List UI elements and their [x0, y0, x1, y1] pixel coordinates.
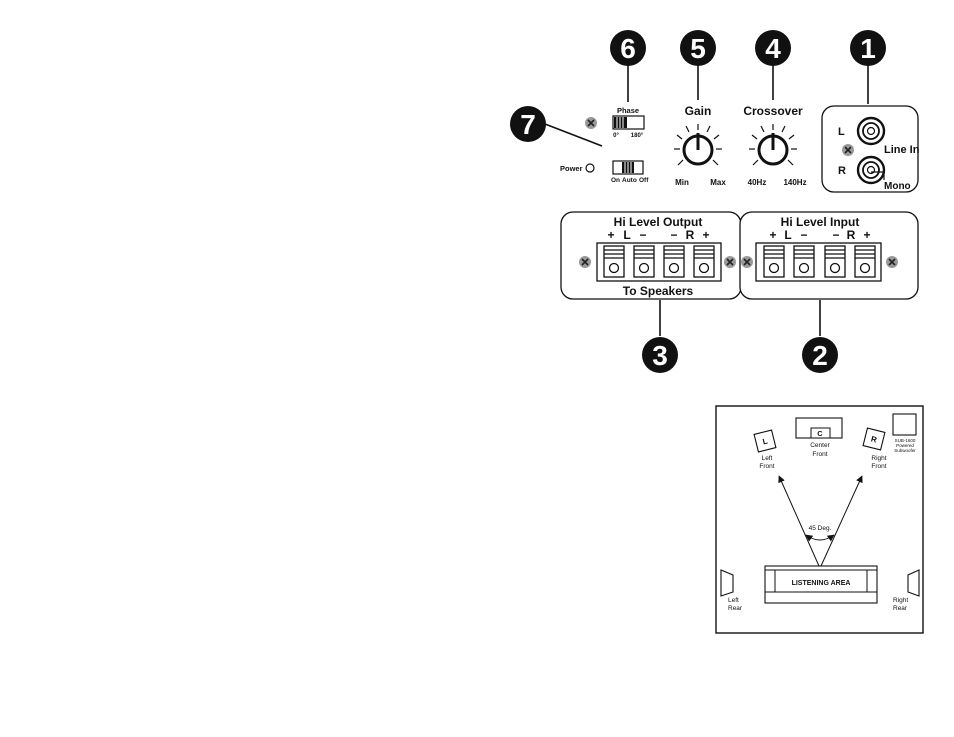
- screw-icon: [741, 256, 753, 268]
- callout-2: 2: [802, 337, 838, 373]
- power-led-icon: [586, 164, 594, 172]
- svg-text:Front: Front: [759, 463, 774, 470]
- mono-label: Mono: [884, 181, 911, 192]
- screw-icon: [579, 256, 591, 268]
- svg-text:C: C: [817, 429, 823, 438]
- svg-text:6: 6: [620, 33, 636, 64]
- line-in-left-label: L: [838, 126, 845, 138]
- svg-text:3: 3: [652, 340, 668, 371]
- gain-knob[interactable]: Gain Min Max: [674, 104, 726, 187]
- power-auto-label: Auto: [622, 177, 637, 184]
- svg-text:+: +: [863, 228, 870, 242]
- callout-3: 3: [642, 337, 678, 373]
- screw-icon: [842, 144, 854, 156]
- power-switch[interactable]: Power On Auto Off: [560, 161, 649, 184]
- svg-text:Front: Front: [871, 463, 886, 470]
- svg-text:Subwoofer: Subwoofer: [894, 448, 916, 453]
- phase-0-label: 0°: [613, 133, 619, 139]
- to-speakers-label: To Speakers: [623, 284, 694, 298]
- rca-jack-right-icon[interactable]: [858, 157, 884, 183]
- callout-7: 7: [510, 106, 546, 142]
- svg-text:2: 2: [812, 340, 828, 371]
- gain-max-label: Max: [710, 178, 726, 187]
- line-in-right-label: R: [838, 165, 846, 177]
- svg-text:Right: Right: [893, 597, 908, 604]
- rca-jack-left-icon[interactable]: [858, 118, 884, 144]
- crossover-max-label: 140Hz: [783, 178, 806, 187]
- line-in-title: Line In: [884, 144, 920, 156]
- svg-text:Front: Front: [812, 451, 827, 458]
- svg-text:−: −: [832, 228, 839, 242]
- svg-text:+: +: [769, 228, 776, 242]
- hi-level-input-panel: Hi Level Input + L − − R +: [724, 212, 918, 299]
- phase-180-label: 180°: [631, 133, 644, 139]
- power-on-label: On: [611, 177, 620, 184]
- screw-icon: [585, 117, 597, 129]
- svg-text:Right: Right: [871, 455, 886, 462]
- phase-label: Phase: [617, 106, 639, 115]
- gain-title: Gain: [685, 104, 712, 118]
- svg-text:−: −: [670, 228, 677, 242]
- svg-text:1: 1: [860, 33, 876, 64]
- svg-text:L: L: [623, 228, 630, 242]
- line-in-panel: L R Line In Mono: [822, 106, 920, 192]
- power-label: Power: [560, 164, 583, 173]
- svg-text:Left: Left: [762, 455, 773, 462]
- phase-switch[interactable]: Phase 0° 180°: [613, 106, 644, 139]
- svg-text:+: +: [702, 228, 709, 242]
- svg-text:+: +: [607, 228, 614, 242]
- hi-level-input-title: Hi Level Input: [781, 215, 860, 229]
- svg-text:Left: Left: [728, 597, 739, 604]
- screw-icon: [886, 256, 898, 268]
- svg-text:R: R: [686, 228, 695, 242]
- callout-5: 5: [680, 30, 716, 66]
- crossover-title: Crossover: [743, 104, 803, 118]
- power-off-label: Off: [639, 177, 649, 184]
- subwoofer: SUB-1600 Powered Subwoofer: [893, 414, 916, 453]
- crossover-min-label: 40Hz: [748, 178, 767, 187]
- svg-text:LISTENING AREA: LISTENING AREA: [792, 580, 851, 587]
- svg-text:L: L: [784, 228, 791, 242]
- svg-text:4: 4: [765, 33, 781, 64]
- room-placement-diagram: C Center Front L Left Front R Right Fron…: [716, 406, 923, 633]
- crossover-knob[interactable]: Crossover 40Hz 140Hz: [743, 104, 806, 187]
- svg-text:Rear: Rear: [893, 605, 908, 612]
- gain-min-label: Min: [675, 178, 689, 187]
- svg-text:5: 5: [690, 33, 706, 64]
- listening-area: LISTENING AREA: [765, 566, 877, 603]
- svg-text:−: −: [639, 228, 646, 242]
- callout-6: 6: [610, 30, 646, 66]
- callout-4: 4: [755, 30, 791, 66]
- svg-text:−: −: [800, 228, 807, 242]
- svg-text:Rear: Rear: [728, 605, 743, 612]
- hi-level-output-panel: Hi Level Output + L − − R + To Speakers: [561, 212, 741, 299]
- screw-icon: [724, 256, 736, 268]
- svg-text:7: 7: [520, 109, 536, 140]
- svg-text:R: R: [847, 228, 856, 242]
- hi-level-output-title: Hi Level Output: [614, 215, 703, 229]
- angle-label: 45 Deg.: [809, 525, 832, 532]
- svg-text:Center: Center: [810, 442, 830, 449]
- callout-1: 1: [850, 30, 886, 66]
